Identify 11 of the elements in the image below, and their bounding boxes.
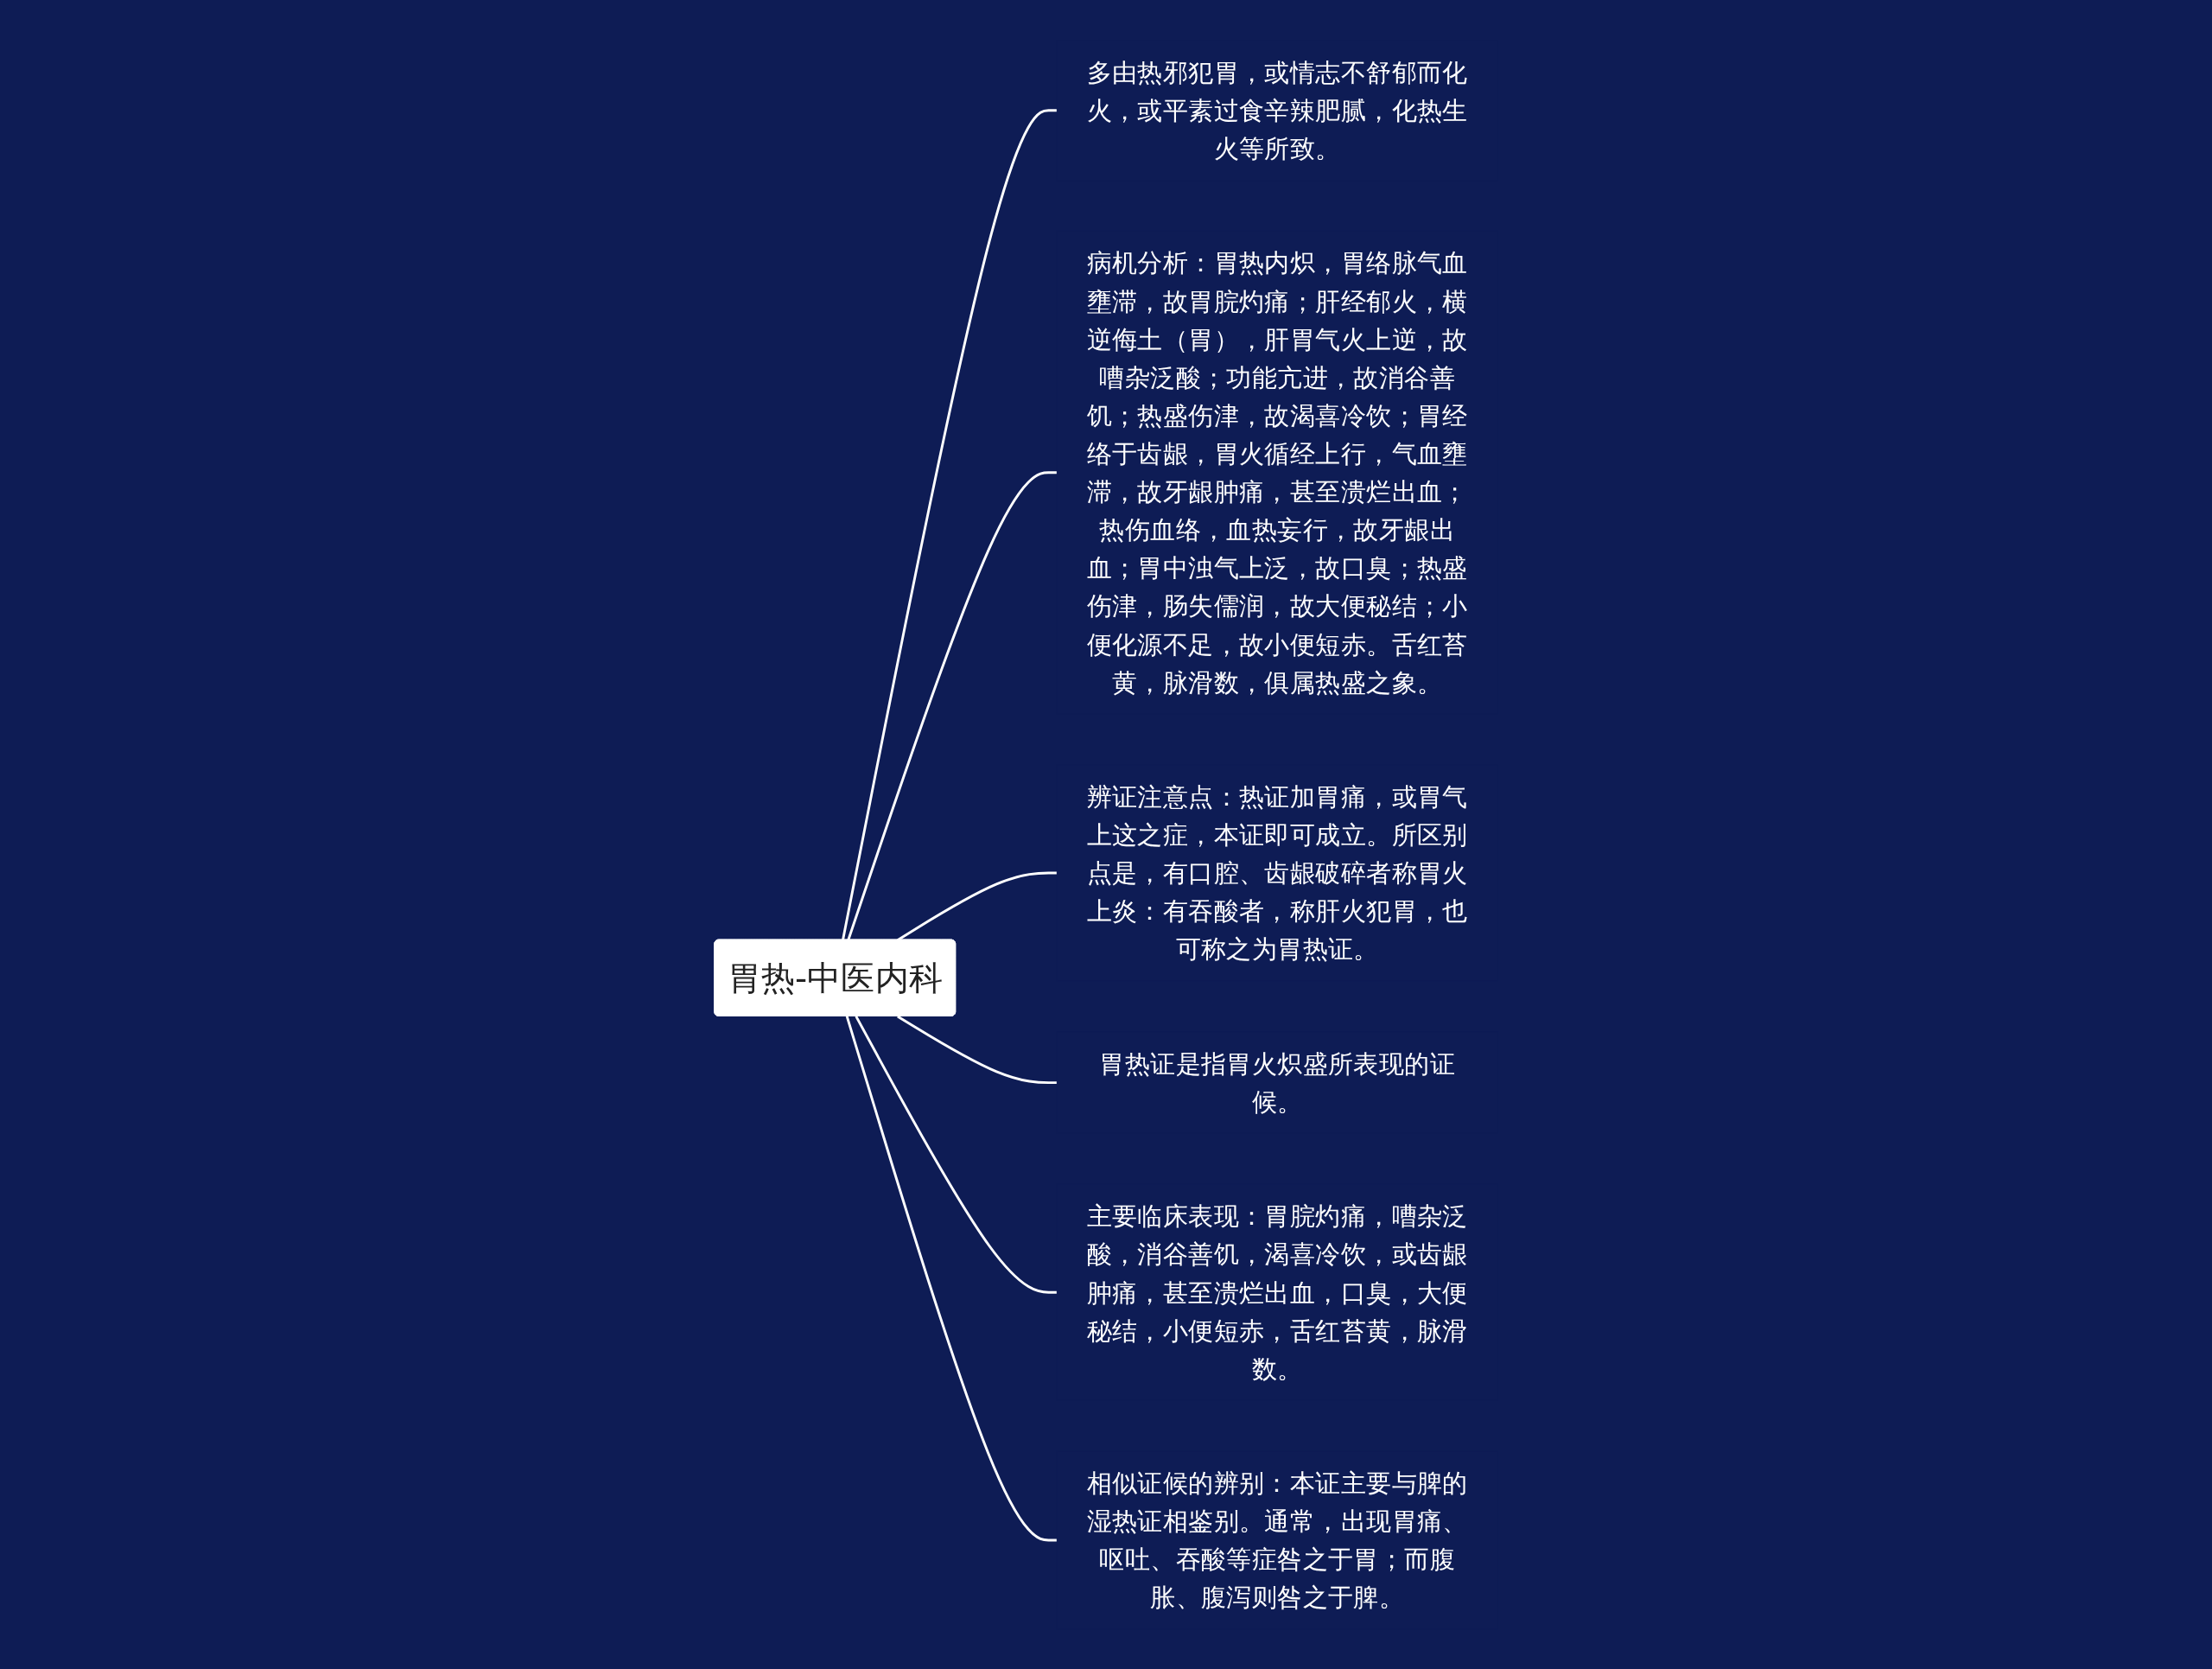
connector bbox=[847, 470, 1058, 940]
connector bbox=[842, 108, 1058, 940]
node-text: 相似证候的辨别：本证主要与脾的湿热证相鉴别。通常，出现胃痛、呕吐、吞酸等症咎之于胃；而腹胀、腹泻则咎之于脾。 bbox=[1086, 1468, 1468, 1612]
node-text: 病机分析：胃热内炽，胃络脉气血壅滞，故胃脘灼痛；肝经郁火，横逆侮土（胃），肝胃气火上逆，故嘈杂泛酸；功能亢进，故消谷善饥；热盛伤津，故渴喜冷饮；胃经络于齿龈，胃火循经上行，气血壅滞，故牙龈肿痛，甚至溃烂出血；热伤血络，血热妄行，故牙龈出血；胃中浊气上泛，故口臭；热盛伤津，肠失儒润，故大便秘结；小便化源不足，故小便短赤。舌红苔黄，脉滑数，俱属热盛之象。 bbox=[1086, 247, 1468, 698]
node-text: 胃热证是指胃火炽盛所表现的证候。 bbox=[1099, 1048, 1456, 1117]
connector bbox=[845, 1016, 1058, 1542]
node-text: 辨证注意点：热证加胃痛，或胃气上这之症，本证即可成立。所区别点是，有口腔、齿龈破碎者称胃火上炎：有吞酸者，称肝火犯胃，也可称之为胃热证。 bbox=[1086, 781, 1468, 964]
connector bbox=[855, 1015, 1058, 1294]
node-text: 多由热邪犯胃，或情志不舒郁而化火，或平素过食辛辣肥腻，化热生火等所致。 bbox=[1086, 57, 1468, 163]
node-text: 主要临床表现：胃脘灼痛，嘈杂泛酸，消谷善饥，渴喜冷饮，或齿龈肿痛，甚至溃烂出血，口臭，大便秘结，小便短赤，舌红苔黄，脉滑数。 bbox=[1086, 1201, 1468, 1384]
connector bbox=[897, 1015, 1058, 1084]
